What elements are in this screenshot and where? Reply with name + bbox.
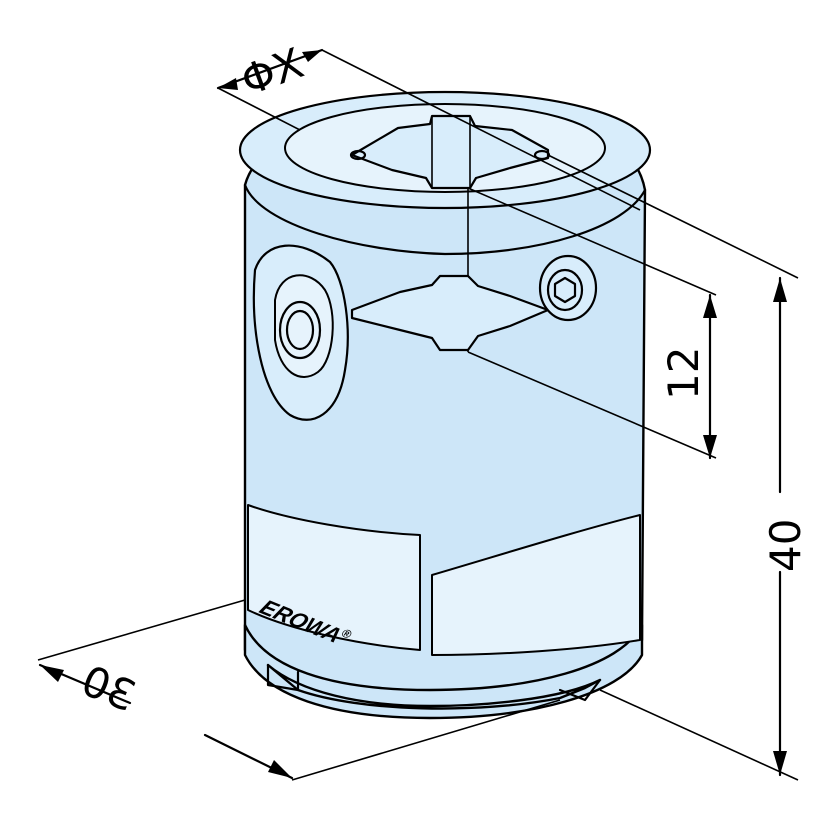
dimension-height-total: 40 <box>547 154 810 781</box>
dimension-height-total-label: 40 <box>761 519 810 572</box>
dimension-diameter-label: ΦX <box>235 38 310 105</box>
dimension-width-base-label: 30 <box>75 656 143 721</box>
dimension-height-pin: 12 <box>467 187 717 460</box>
cylinder-body <box>238 90 652 720</box>
dimension-height-pin-label: 12 <box>659 347 708 400</box>
